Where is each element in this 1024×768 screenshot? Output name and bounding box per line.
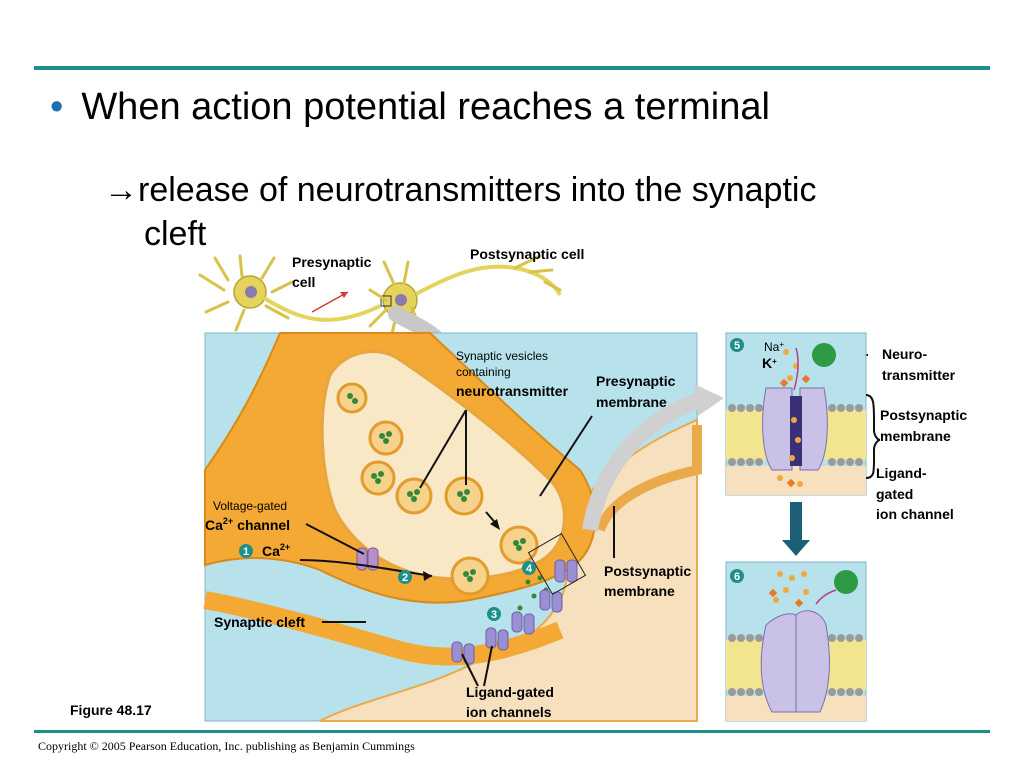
ca-channel-word: channel — [237, 517, 290, 533]
postsynaptic-cell-label: Postsynaptic cell — [470, 246, 584, 262]
ca-channel-label: Ca2+ channel — [205, 516, 290, 533]
right-arrow-icon: → — [104, 171, 138, 209]
na-symbol: Na — [764, 340, 780, 354]
postsynaptic-membrane-label-2: membrane — [604, 583, 675, 599]
top-rule — [34, 66, 990, 70]
right-ligand-label-3: ion channel — [876, 506, 954, 522]
right-ligand-label-1: Ligand- — [876, 465, 927, 481]
ca-symbol: Ca — [205, 517, 223, 533]
copyright-text: Copyright © 2005 Pearson Education, Inc.… — [38, 739, 415, 753]
bullet-icon: • — [50, 86, 64, 128]
step-3-label: 3 — [491, 609, 497, 621]
channel-closed-panel — [725, 561, 867, 722]
bullet-text: When action potential reaches a terminal — [81, 86, 770, 128]
neurotransmitter-label: neurotransmitter — [456, 383, 569, 399]
right-postsynaptic-membrane-label-1: Postsynaptic — [880, 407, 967, 423]
bottom-rule — [34, 730, 990, 733]
ligand-gated-channels-label-2: ion channels — [466, 704, 552, 720]
ca-ion-label: Ca2+ — [262, 542, 290, 559]
k-label: K+ — [762, 355, 777, 371]
step-4-label: 4 — [526, 563, 533, 575]
step-6-label: 6 — [734, 571, 740, 583]
membrane-bracket — [865, 394, 881, 479]
right-postsynaptic-membrane-label-2: membrane — [880, 428, 951, 444]
ligand-gated-channels — [451, 559, 578, 665]
vesicles-label-2: containing — [456, 365, 511, 379]
right-neurotransmitter-label-1: Neuro- — [882, 346, 927, 362]
na-label: Na+ — [764, 340, 784, 354]
na-charge: + — [779, 340, 784, 349]
down-arrow-icon — [782, 502, 810, 556]
ca-ion-charge: 2+ — [280, 542, 290, 552]
right-neurotransmitter-label-2: transmitter — [882, 367, 956, 383]
voltage-gated-label: Voltage-gated — [213, 499, 287, 513]
sub-point-continuation: cleft — [144, 215, 207, 253]
figure-caption: Figure 48.17 — [70, 702, 152, 718]
synaptic-vesicles — [336, 382, 549, 611]
step-1-label: 1 — [243, 546, 249, 558]
k-charge: + — [772, 357, 777, 366]
ca-charge: 2+ — [223, 516, 233, 526]
step-2-label: 2 — [402, 572, 408, 584]
k-symbol: K — [762, 355, 772, 371]
vesicles-label-1: Synaptic vesicles — [456, 349, 548, 363]
presynaptic-membrane-label-1: Presynaptic — [596, 373, 676, 389]
bullet-point: • When action potential reaches a termina… — [50, 84, 770, 130]
ligand-gated-channels-label-1: Ligand-gated — [466, 684, 554, 700]
step-5-label: 5 — [734, 340, 740, 352]
synapse-main-panel — [203, 332, 724, 722]
sub-point: →release of neurotransmitters into the s… — [104, 168, 964, 256]
postsynaptic-membrane-label-1: Postsynaptic — [604, 563, 691, 579]
synaptic-cleft-label: Synaptic cleft — [214, 614, 305, 630]
presynaptic-cell-label-1: Presynaptic — [292, 254, 372, 270]
channel-open-panel — [725, 332, 867, 496]
sub-point-text: release of neurotransmitters into the sy… — [138, 171, 817, 209]
presynaptic-membrane-label-2: membrane — [596, 394, 667, 410]
step-markers — [239, 544, 536, 621]
right-ligand-label-2: gated — [876, 486, 913, 502]
presynaptic-cell-label-2: cell — [292, 274, 315, 290]
ca-ion-symbol: Ca — [262, 543, 280, 559]
